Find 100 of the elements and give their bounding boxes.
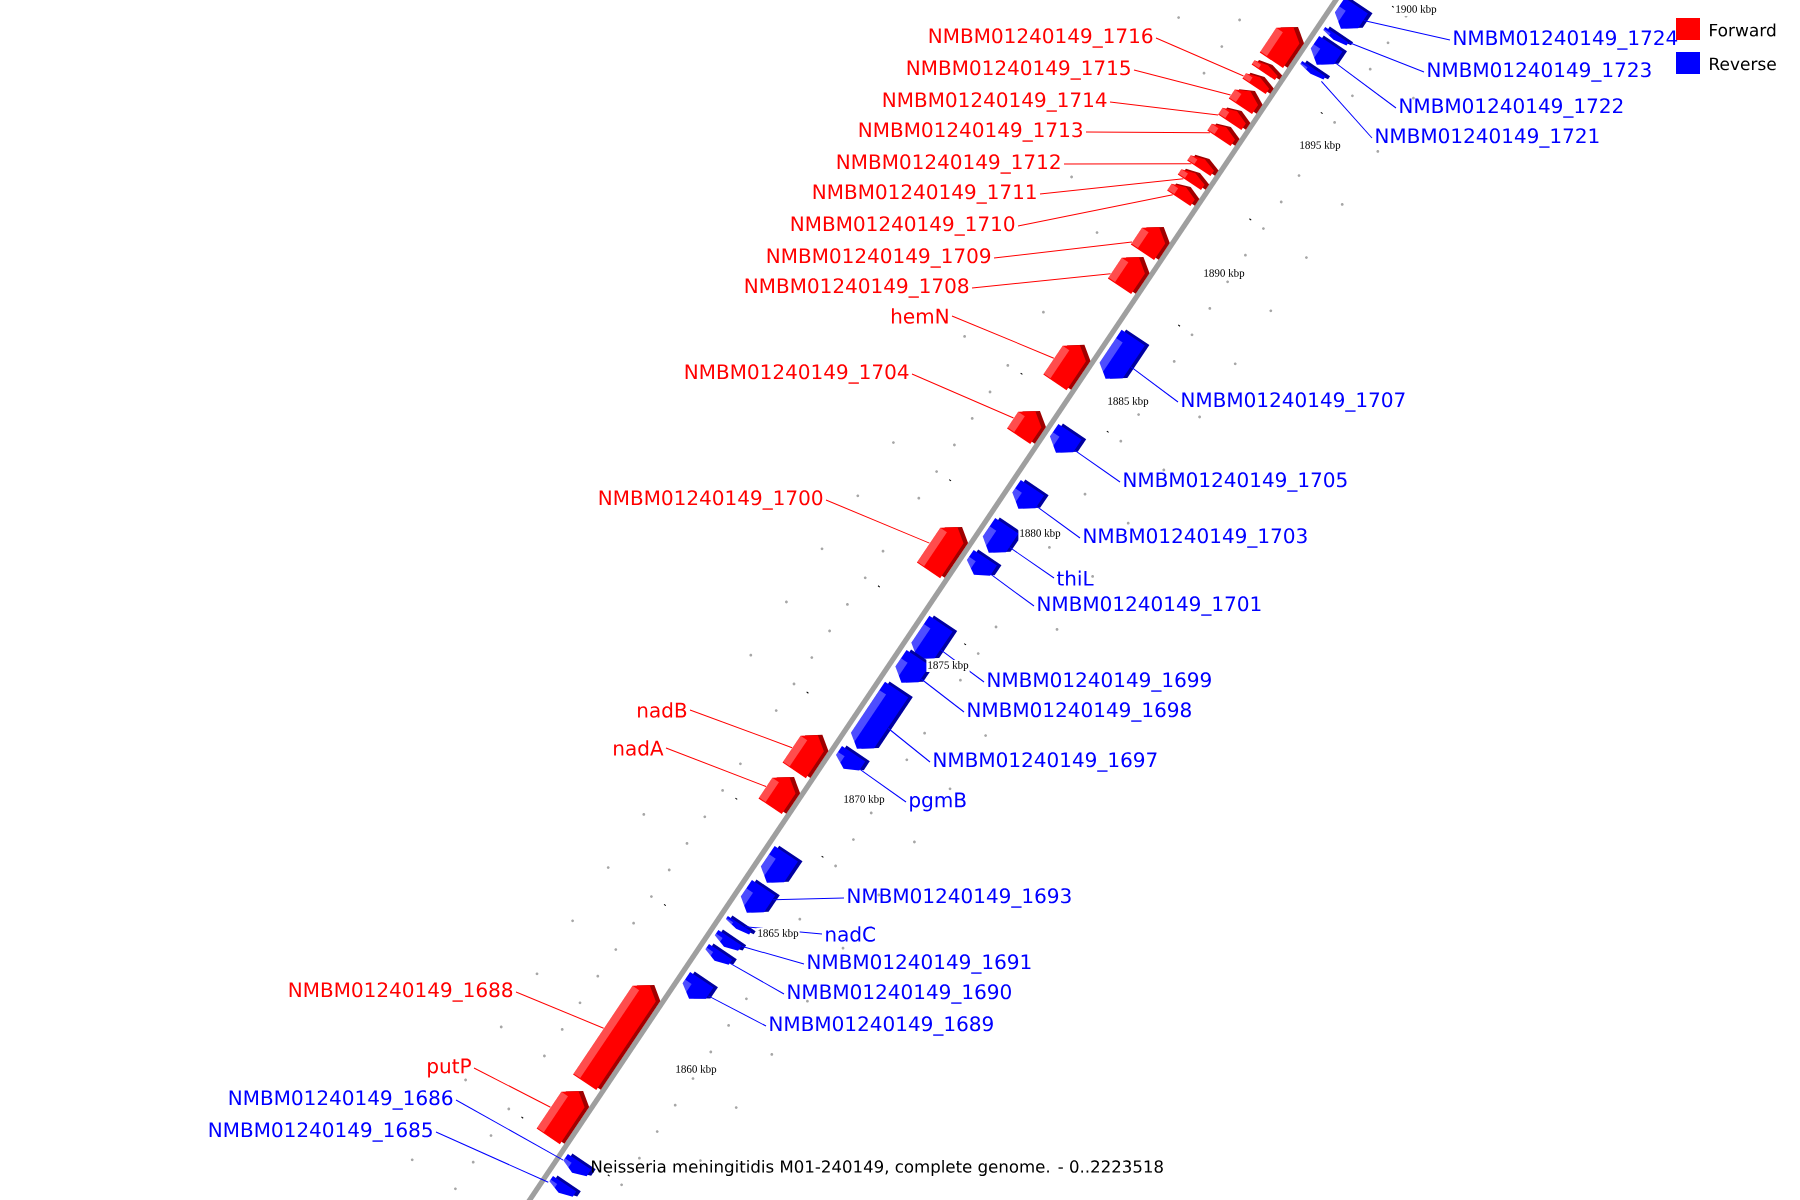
- leader-line: [435, 1131, 549, 1183]
- leader-line: [1133, 69, 1232, 96]
- gene-glyph: [1044, 423, 1087, 453]
- gene-label: hemN: [892, 308, 948, 324]
- leader-line: [1348, 42, 1425, 73]
- gene-label: NMBM01240149_1713: [859, 122, 1082, 142]
- leader-line: [990, 574, 1035, 607]
- leader-line: [920, 678, 965, 713]
- gene-glyph: [845, 681, 913, 749]
- gene-glyph: [678, 971, 718, 999]
- gene-glyph: [1107, 257, 1150, 295]
- leader-line: [1063, 163, 1192, 165]
- gene-label: putP: [428, 1058, 471, 1078]
- leader-line: [1334, 62, 1397, 109]
- gene-glyph: [1130, 227, 1170, 261]
- gene-glyph: [1043, 344, 1091, 391]
- leader-line: [1017, 194, 1174, 227]
- gene-label: NMBM01240149_1691: [808, 954, 1031, 974]
- leader-line: [1036, 506, 1081, 539]
- gene-label: NMBM01240149_1723: [1428, 62, 1651, 82]
- leader-line: [993, 241, 1133, 259]
- gene-label: NMBM01240149_1716: [929, 28, 1153, 48]
- leader-line: [1155, 37, 1245, 77]
- leader-line: [729, 962, 785, 995]
- gene-label: NMBM01240149_1697: [934, 752, 1157, 772]
- gene-glyph: [547, 1175, 581, 1197]
- leader-line: [515, 991, 605, 1029]
- gene-glyph: [712, 929, 747, 951]
- gene-glyph: [703, 943, 737, 965]
- gene-label: NMBM01240149_1686: [229, 1090, 453, 1110]
- leader-line: [772, 897, 845, 901]
- leader-line: [825, 499, 930, 544]
- leader-line: [1009, 546, 1055, 579]
- gene-glyph: [755, 845, 803, 883]
- gene-glyph: [1167, 183, 1200, 207]
- gene-label: NMBM01240149_1700: [599, 490, 823, 510]
- leader-line: [887, 727, 931, 763]
- caption: Neisseria meningitidis M01-240149, complete genome. - 0..2223518: [592, 1159, 1163, 1177]
- gene-glyph: [758, 777, 801, 815]
- leader-line: [1085, 131, 1211, 134]
- gene-glyph: [725, 915, 756, 935]
- gene-label: NMBM01240149_1693: [848, 888, 1071, 908]
- gene-label: NMBM01240149_1701: [1038, 596, 1261, 616]
- gene-label: pgmB: [910, 792, 966, 812]
- gene-glyph: [1299, 60, 1331, 80]
- leader-line: [1320, 80, 1373, 139]
- gene-label: NMBM01240149_1703: [1084, 528, 1307, 548]
- leader-line: [473, 1067, 551, 1108]
- gene-label: NMBM01240149_1724: [1454, 30, 1678, 50]
- gene-label: NMBM01240149_1689: [770, 1016, 993, 1036]
- gene-label: NMBM01240149_1722: [1400, 98, 1623, 118]
- gene-glyph: [1228, 89, 1263, 115]
- leader-line: [971, 273, 1112, 289]
- leader-line: [689, 709, 793, 749]
- gene-label: NMBM01240149_1721: [1376, 128, 1599, 148]
- leader-line: [859, 769, 907, 803]
- gene-glyph: [782, 734, 829, 779]
- gene-label: nadA: [614, 740, 664, 756]
- leader-line: [741, 945, 805, 965]
- gene-label: nadB: [638, 702, 687, 718]
- gene-glyph: [977, 517, 1023, 553]
- gene-label: NMBM01240149_1712: [837, 154, 1060, 174]
- gene-glyph: [1007, 411, 1046, 445]
- leader-line: [911, 373, 1015, 419]
- gene-label: NMBM01240149_1699: [988, 672, 1211, 692]
- gene-label: NMBM01240149_1714: [883, 92, 1107, 112]
- leader-line: [1363, 20, 1451, 41]
- gene-glyph: [906, 615, 958, 659]
- leader-line: [707, 995, 767, 1027]
- gene-label: NMBM01240149_1698: [968, 702, 1191, 722]
- gene-glyph: [1094, 329, 1150, 379]
- gene-label: NMBM01240149_1711: [813, 184, 1036, 204]
- leader-line: [1074, 449, 1121, 483]
- gene-glyph: [536, 1090, 590, 1145]
- leader-line: [455, 1099, 564, 1161]
- gene-glyph: [916, 526, 969, 579]
- gene-label: NMBM01240149_1708: [745, 278, 969, 298]
- leader-line: [1109, 101, 1219, 116]
- gene-glyph: [832, 745, 870, 771]
- leader-line: [665, 747, 767, 787]
- gene-label: NMBM01240149_1704: [685, 364, 909, 384]
- leader-line: [1130, 366, 1179, 403]
- leader-line: [951, 315, 1055, 359]
- gene-label: NMBM01240149_1715: [907, 60, 1130, 80]
- gene-glyph: [1007, 479, 1049, 509]
- legend-label: Forward: [1710, 23, 1776, 37]
- gene-label: nadC: [826, 926, 875, 942]
- leader-line: [1039, 178, 1184, 195]
- gene-label: NMBM01240149_1685: [209, 1122, 432, 1142]
- legend-label: Reverse: [1710, 57, 1776, 71]
- gene-label: thiL: [1056, 570, 1094, 586]
- gene-label: NMBM01240149_1707: [1182, 392, 1405, 412]
- gene-glyph: [1207, 123, 1240, 147]
- gene-label: NMBM01240149_1709: [767, 248, 991, 268]
- gene-label: NMBM01240149_1705: [1124, 472, 1347, 492]
- gene-glyph: [962, 549, 1002, 576]
- gene-glyph: [573, 985, 661, 1091]
- gene-label: NMBM01240149_1710: [791, 216, 1015, 236]
- gene-label: NMBM01240149_1690: [788, 984, 1011, 1004]
- gene-label: NMBM01240149_1688: [289, 982, 513, 1002]
